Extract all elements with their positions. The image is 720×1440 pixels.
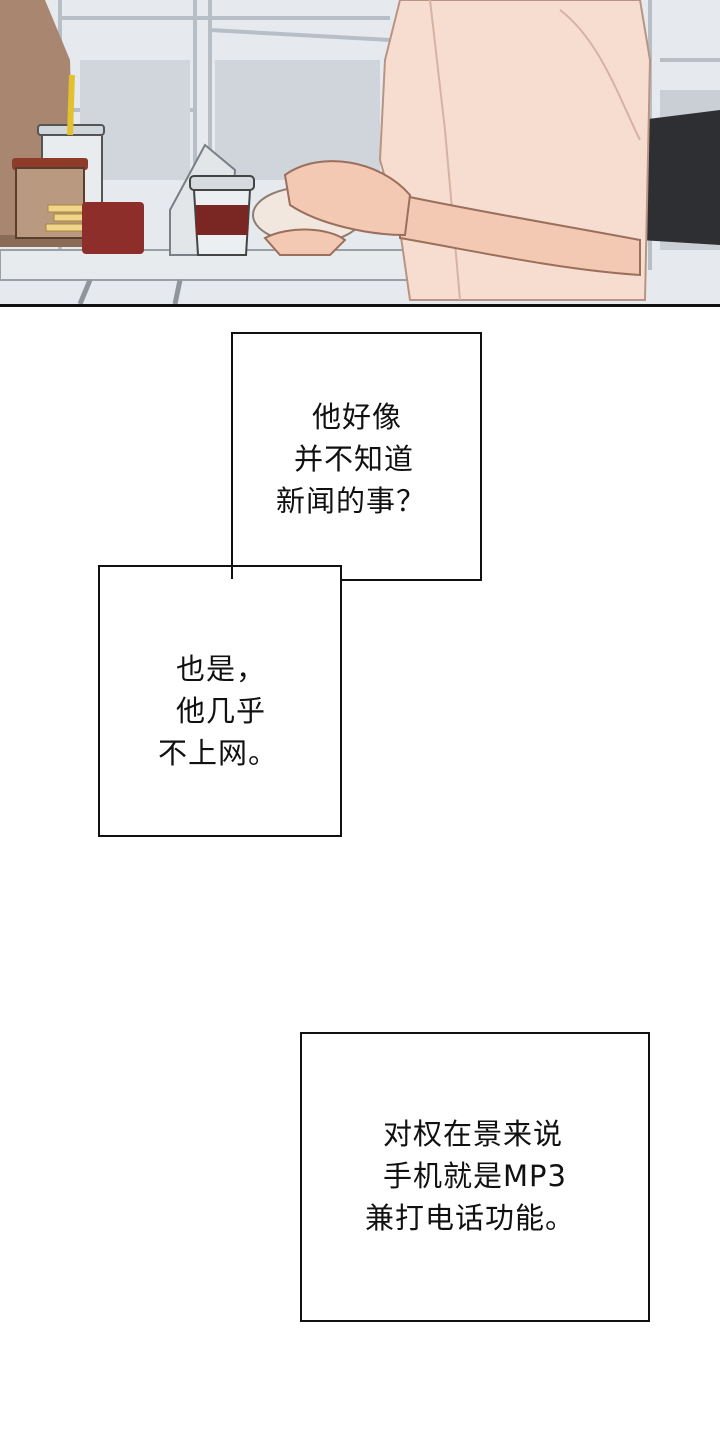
comic-panel-cafe — [0, 0, 720, 307]
caption-text-3: 对权在景来说 手机就是MP3 兼打电话功能。 — [365, 1113, 575, 1239]
caption-box-connector-edge — [340, 579, 482, 581]
caption-box-3 — [300, 1032, 650, 1322]
coffee-cup-icon — [189, 175, 255, 256]
caption-3-line-2: 手机就是MP3 — [383, 1159, 567, 1193]
caption-1-line-2: 并不知道 — [294, 442, 415, 476]
caption-2-line-1: 也是， — [176, 652, 267, 686]
caption-text-2: 也是， 他几乎 不上网。 — [158, 648, 278, 774]
caption-box-connector — [233, 567, 340, 579]
caption-box-connector-edge-2 — [231, 565, 233, 579]
caption-1-line-1: 他好像 — [312, 400, 403, 434]
caption-box-1 — [231, 332, 482, 581]
caption-text-1: 他好像 并不知道 新闻的事？ — [276, 396, 426, 522]
caption-1-line-3: 新闻的事？ — [276, 484, 427, 518]
caption-2-line-2: 他几乎 — [176, 694, 267, 728]
caption-box-connector-edge-3 — [98, 565, 233, 567]
sandwich-icon — [252, 0, 652, 301]
caption-box-2 — [98, 565, 342, 837]
caption-2-line-3: 不上网。 — [158, 736, 279, 770]
caption-3-line-3: 兼打电话功能。 — [365, 1201, 576, 1235]
caption-3-line-1: 对权在景来说 — [383, 1117, 564, 1151]
